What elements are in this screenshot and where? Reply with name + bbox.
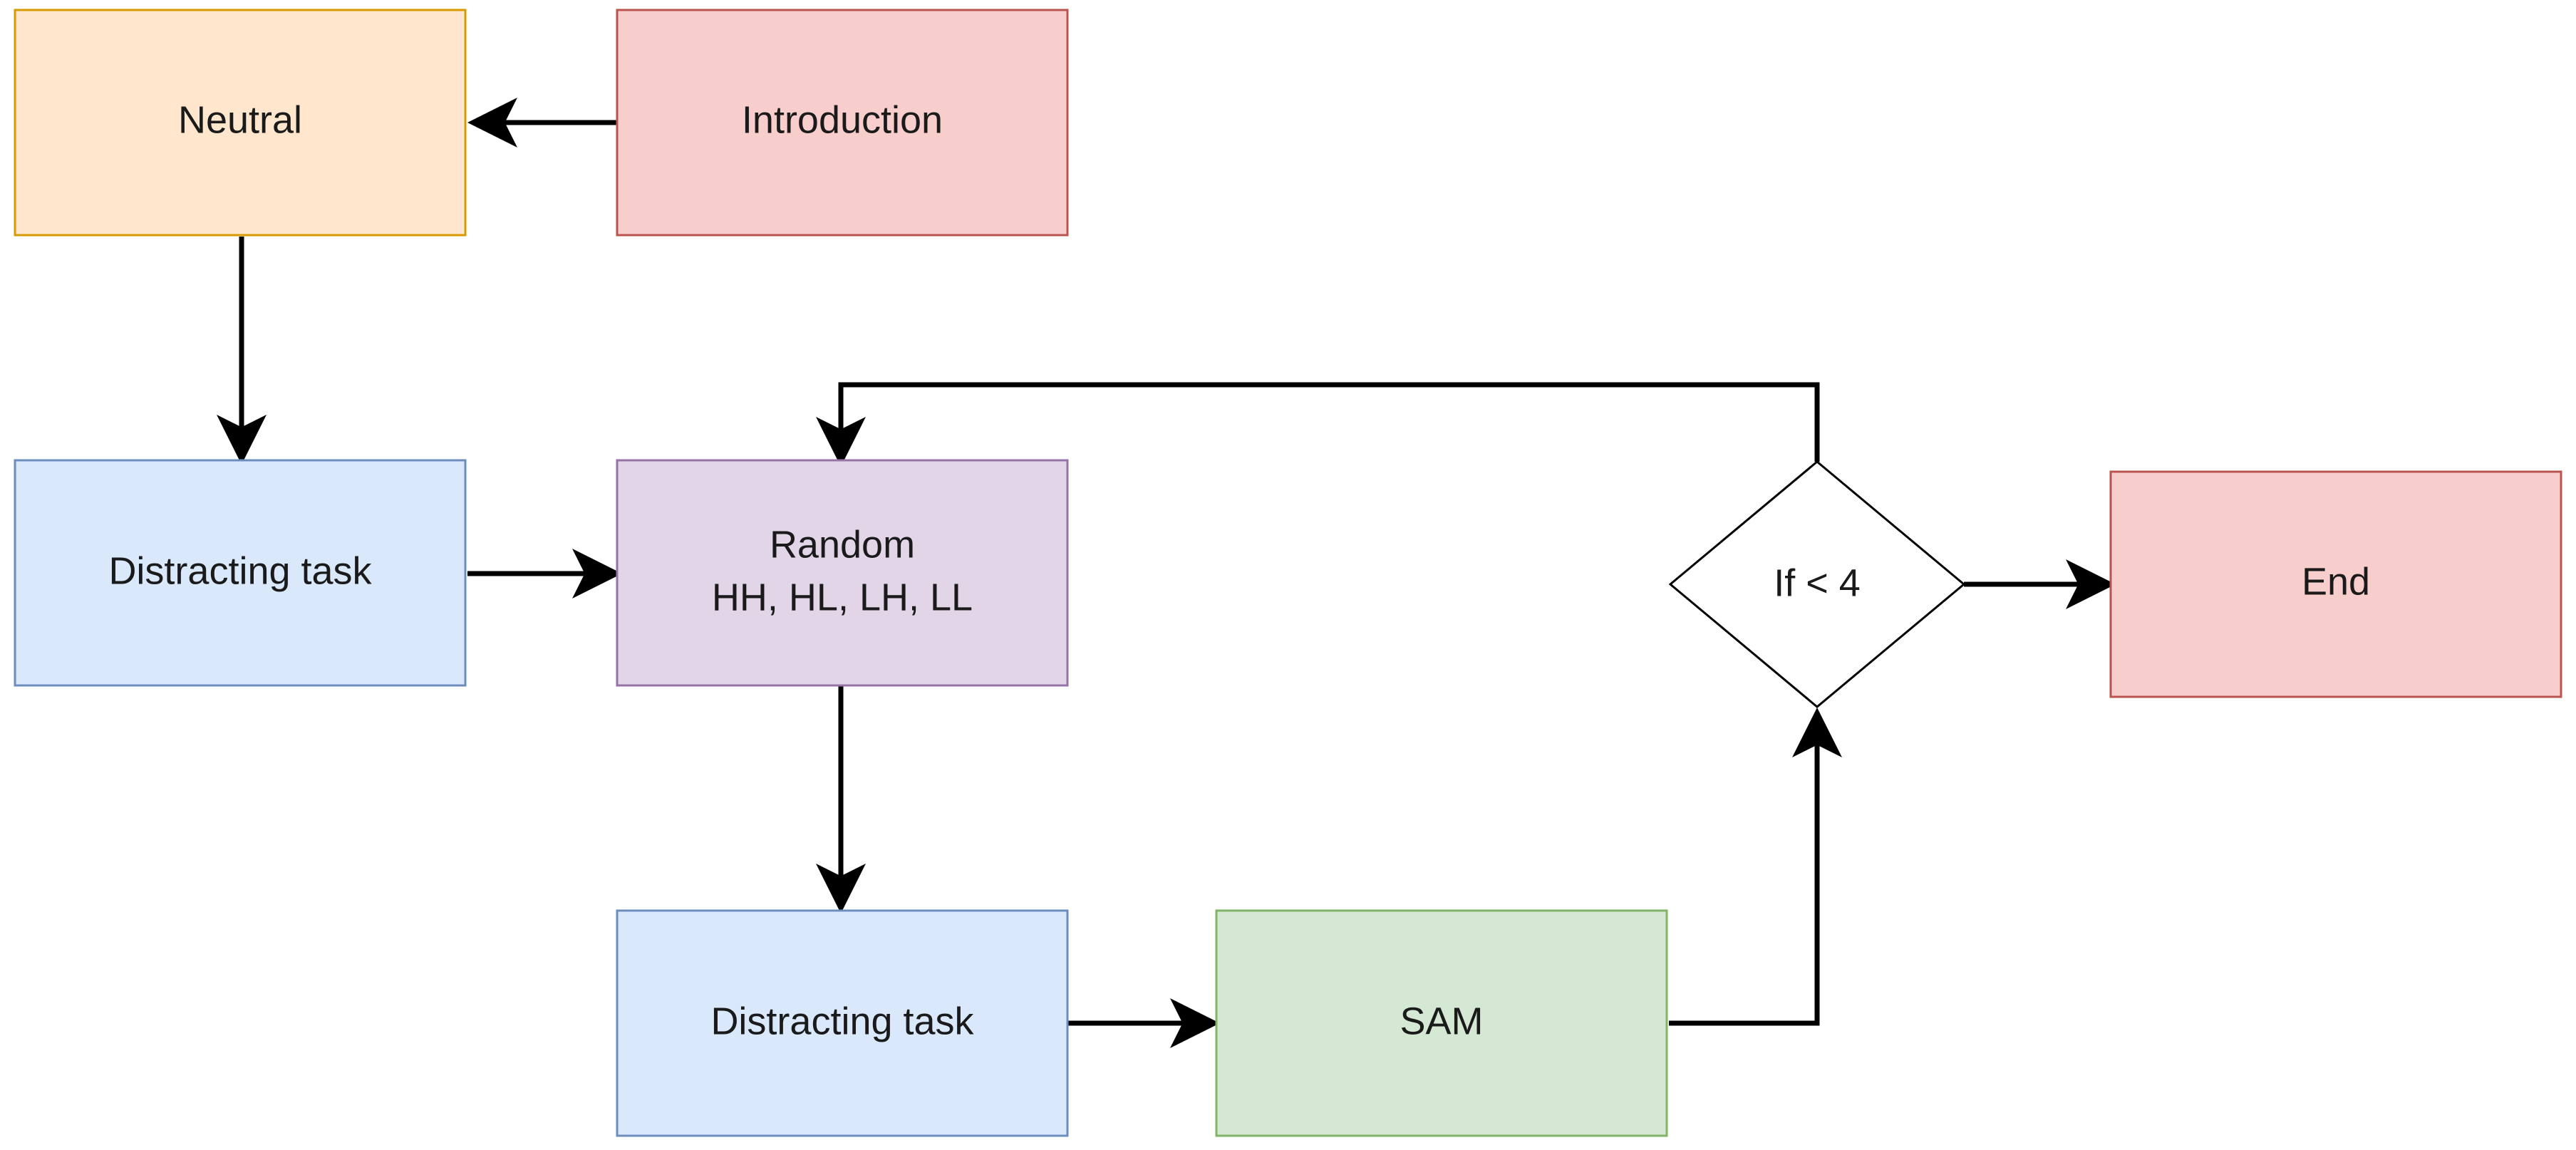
node-end: End (2109, 470, 2562, 698)
node-distracting-task-1: Distracting task (14, 459, 467, 687)
node-decision: If < 4 (1668, 460, 1966, 708)
node-introduction-label: Introduction (742, 98, 943, 141)
node-neutral-label: Neutral (178, 98, 302, 141)
node-decision-diamond (1668, 460, 1966, 708)
node-sam: SAM (1215, 909, 1668, 1137)
node-distracting-task-2-label: Distracting task (710, 1000, 974, 1042)
node-decision-label: If < 4 (1774, 561, 1861, 604)
node-distracting-task-2: Distracting task (616, 909, 1069, 1137)
node-distracting-task-1-box (14, 459, 467, 687)
edge-decision-to-random (816, 382, 1820, 467)
edges (217, 98, 2116, 1048)
edge-sam-to-decision (1669, 708, 1842, 1026)
node-end-label: End (2302, 560, 2370, 603)
node-introduction-box (616, 9, 1069, 237)
node-distracting-task-2-box (616, 909, 1069, 1137)
node-neutral: Neutral (14, 9, 467, 237)
node-random: Random HH, HL, LH, LL (616, 459, 1069, 687)
node-neutral-box (14, 9, 467, 237)
node-introduction: Introduction (616, 9, 1069, 237)
node-sam-box (1215, 909, 1668, 1137)
node-sam-label: SAM (1400, 1000, 1483, 1042)
node-end-box (2109, 470, 2562, 698)
node-distracting-task-1-label: Distracting task (108, 549, 372, 592)
node-random-label: Random (770, 523, 915, 566)
node-random-box (616, 459, 1069, 687)
node-random-sublabel: HH, HL, LH, LL (712, 576, 973, 618)
